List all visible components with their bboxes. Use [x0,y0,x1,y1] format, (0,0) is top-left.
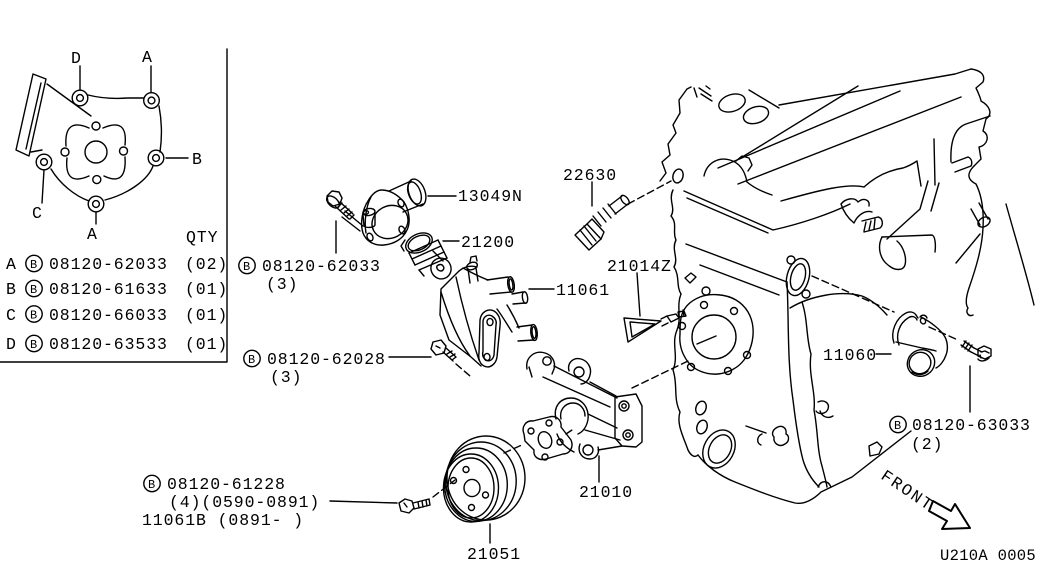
svg-text:21200: 21200 [461,233,515,252]
svg-text:FRONT: FRONT [877,466,937,515]
svg-text:(01): (01) [185,335,228,354]
svg-text:A: A [87,225,98,244]
svg-text:08120-62033: 08120-62033 [49,255,168,274]
svg-text:(01): (01) [185,280,228,299]
svg-text:(02): (02) [185,255,228,274]
svg-text:11060: 11060 [823,346,877,365]
svg-text:21051: 21051 [467,545,521,564]
svg-text:B: B [30,283,37,297]
svg-text:21014Z: 21014Z [607,257,672,276]
svg-text:B: B [148,478,155,492]
svg-text:(3): (3) [270,368,302,387]
svg-text:B: B [894,419,901,433]
svg-text:D: D [6,335,17,354]
svg-text:B: B [248,353,255,367]
svg-text:13049N: 13049N [458,187,523,206]
svg-text:11061B (0891- ): 11061B (0891- ) [142,511,304,530]
svg-text:B: B [243,260,250,274]
svg-text:C: C [6,306,17,325]
svg-text:08120-61633: 08120-61633 [49,280,168,299]
svg-text:08120-63033: 08120-63033 [912,416,1031,435]
svg-text:08120-63533: 08120-63533 [49,335,168,354]
svg-text:(4)(0590-0891): (4)(0590-0891) [169,493,320,512]
svg-text:A: A [142,48,153,67]
svg-text:B: B [192,150,203,169]
svg-text:11061: 11061 [556,281,610,300]
svg-text:B: B [30,338,37,352]
svg-text:22630: 22630 [563,166,617,185]
svg-text:B: B [30,309,37,323]
svg-text:08120-62033: 08120-62033 [262,257,381,276]
svg-text:(2): (2) [911,435,943,454]
svg-text:(3): (3) [266,275,298,294]
svg-text:08120-66033: 08120-66033 [49,306,168,325]
svg-text:A: A [6,255,17,274]
svg-text:C: C [32,204,43,223]
svg-text:08120-62028: 08120-62028 [267,350,386,369]
svg-text:(01): (01) [185,306,228,325]
svg-text:B: B [6,280,17,299]
svg-text:U210A 0005: U210A 0005 [940,547,1036,565]
svg-text:QTY: QTY [186,228,218,247]
svg-text:D: D [71,49,82,68]
svg-text:B: B [30,258,37,272]
svg-text:08120-61228: 08120-61228 [167,475,286,494]
svg-text:21010: 21010 [579,483,633,502]
